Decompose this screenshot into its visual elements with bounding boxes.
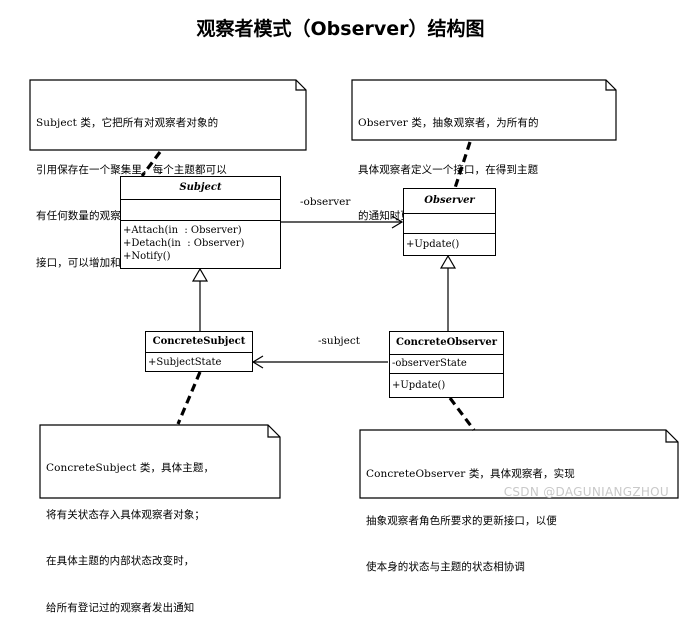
note-observer [351,79,617,141]
attribute: +SubjectState [148,357,222,368]
anchor-subject-note [140,151,162,177]
watermark: CSDN @DAGUNIANGZHOU [503,485,669,499]
note-line: 给所有登记过的观察者发出通知 [46,601,195,614]
anchor-concrete-subject-note [176,371,202,425]
note-line: Observer 类，抽象观察者，为所有的 [358,117,539,129]
association-subject-label: -subject [318,335,360,347]
class-concrete-observer-operations: +Update() [390,374,503,392]
note-line: ConcreteSubject 类，具体主题， [46,462,215,474]
note-concrete-observer-text: ConcreteObserver 类，具体观察者，实现 抽象观察者角色所要求的更… [366,436,575,591]
operation: +Update() [392,380,446,391]
operation: +Attach(in : Observer) [123,225,242,236]
note-concrete-observer [359,429,679,499]
diagram-canvas [29,79,679,499]
note-subject [29,79,307,151]
association-observer [281,215,404,229]
class-concrete-subject: ConcreteSubject +SubjectState [145,331,253,372]
operation: +Detach(in : Observer) [123,238,245,249]
note-line: 具体观察者定义一个接口，在得到主题 [358,163,539,176]
note-line: Subject 类，它把所有对观察者对象的 [36,117,219,129]
note-line: 在具体主题的内部状态改变时， [46,555,195,567]
note-concrete-subject [39,424,281,499]
class-observer: Observer +Update() [403,188,496,256]
class-observer-name: Observer [404,189,495,214]
anchor-observer-note [453,141,472,189]
note-line: 将有关状态存入具体观察者对象； [46,508,205,521]
class-concrete-subject-attributes: +SubjectState [146,353,252,369]
note-line: 抽象观察者角色所要求的更新接口，以便 [366,514,557,527]
association-observer-label: -observer [300,196,351,208]
page-title: 观察者模式（Observer）结构图 [196,18,485,40]
note-line: ConcreteObserver 类，具体观察者，实现 [366,468,575,480]
note-subject-text: Subject 类，它把所有对观察者对象的 引用保存在一个聚集里，每个主题都可以… [36,85,227,287]
note-concrete-subject-text: ConcreteSubject 类，具体主题， 将有关状态存入具体观察者对象； … [46,430,214,632]
note-line: 引用保存在一个聚集里，每个主题都可以 [36,163,227,176]
association-subject [251,355,388,369]
note-line: 使本身的状态与主题的状态相协调 [366,561,525,573]
class-observer-operations: +Update() [404,234,495,251]
operation: +Notify() [123,251,171,262]
operation: +Update() [406,239,460,250]
generalization-subject [191,267,209,331]
class-observer-attributes [404,214,495,234]
class-subject-attributes [121,200,280,221]
anchor-concrete-observer-note [448,397,476,431]
generalization-observer [439,254,457,331]
class-concrete-observer-name: ConcreteObserver [390,332,503,355]
class-concrete-subject-name: ConcreteSubject [146,332,252,353]
attribute: -observerState [392,358,467,369]
class-subject-operations: +Attach(in : Observer) +Detach(in : Obse… [121,221,280,263]
class-concrete-observer-attributes: -observerState [390,355,503,374]
class-subject-name: Subject [121,177,280,200]
class-subject: Subject +Attach(in : Observer) +Detach(i… [120,176,281,269]
note-observer-text: Observer 类，抽象观察者，为所有的 具体观察者定义一个接口，在得到主题 … [358,85,539,240]
class-concrete-observer: ConcreteObserver -observerState +Update(… [389,331,504,398]
